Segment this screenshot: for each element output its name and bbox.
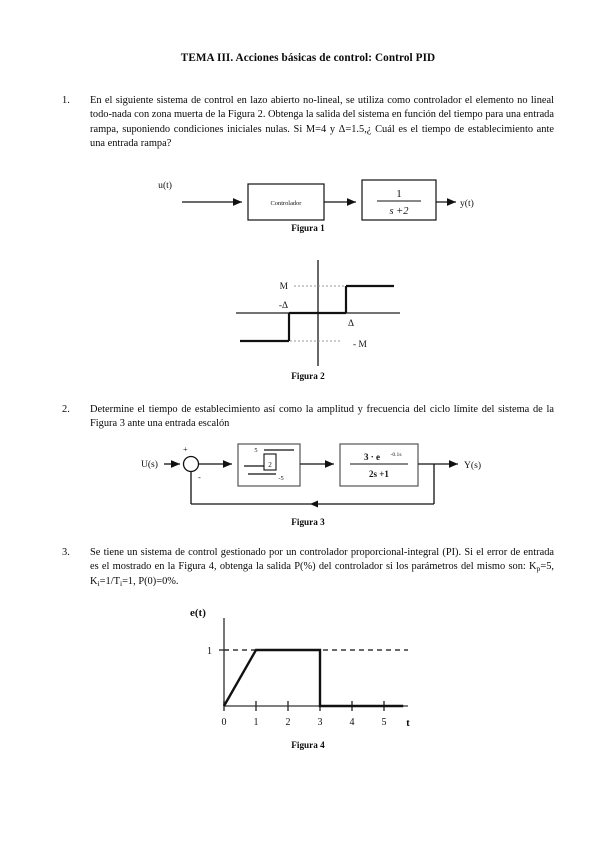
figure-3-sum-minus-sign: - (198, 473, 201, 482)
question-item-3: 3. Se tiene un sistema de control gestio… (62, 546, 554, 589)
figure-1-block-diagram: u(t) Controlador 1 s +2 y(t) (150, 170, 474, 221)
question-item-1: 1. En el siguiente sistema de control en… (62, 94, 554, 151)
figure-1-caption: Figura 1 (291, 223, 325, 233)
figure-3-relay-upper-label: 5 (254, 447, 257, 454)
figure-4-x-tick-label-4: 4 (350, 717, 355, 728)
question-3-sub-i: i (97, 578, 100, 588)
figure-3-relay-lower-label: -5 (278, 475, 283, 482)
question-number-1: 1. (62, 95, 70, 106)
figure-4-y-axis-label: e(t) (190, 607, 206, 619)
figure-1-input-label: u(t) (158, 180, 172, 191)
figure-3-tf-numerator-exponent: -0.1s (390, 452, 401, 458)
figure-1-tf-numerator: 1 (396, 188, 402, 200)
figure-4-caption: Figura 4 (291, 740, 325, 750)
figure-3-tf-numerator: 3 · e (364, 452, 380, 462)
figure-4-x-tick-label-0: 0 (222, 717, 227, 728)
figure-4-x-tick-label-5: 5 (382, 717, 387, 728)
figure-3-closed-loop-diagram: U(s) + - 2 5 -5 3 · e -0.1s (128, 440, 488, 512)
figure-4-signal-curve (222, 648, 404, 708)
figure-2-label-delta-negative: -Δ (279, 301, 288, 311)
figure-3-input-label: U(s) (141, 459, 158, 470)
figure-2-deadzone-relay: M - M -Δ Δ (228, 258, 408, 368)
figure-2-caption: Figura 2 (291, 371, 325, 381)
question-text-3: Se tiene un sistema de control gestionad… (90, 546, 554, 589)
figure-1-tf-denominator: s +2 (389, 206, 409, 217)
question-3-sub-i2: i (119, 578, 123, 588)
figure-4-x-tick-label-2: 2 (286, 717, 291, 728)
figure-4-x-axis-label: t (406, 717, 410, 729)
figure-3-tf-denominator: 2s +1 (369, 469, 389, 479)
figure-2-label-m-negative: - M (353, 340, 367, 350)
figure-1-output-label: y(t) (460, 198, 474, 209)
figure-3-output-label: Y(s) (464, 460, 481, 471)
figure-4-error-signal-plot: e(t) 1 0 1 2 3 4 5 t (180, 602, 430, 737)
question-text-2: Determine el tiempo de establecimiento a… (90, 404, 554, 430)
figure-2-label-delta-positive: Δ (348, 319, 354, 329)
question-text-1: En el siguiente sistema de control en la… (90, 95, 554, 149)
page-title: TEMA III. Acciones básicas de control: C… (180, 52, 436, 64)
figure-2-label-m-positive: M (280, 282, 289, 292)
question-number-3: 3. (62, 547, 70, 558)
question-number-2: 2. (62, 404, 70, 415)
figure-4-y-tick-label-1: 1 (207, 646, 212, 657)
question-3-text-after: =1, P(0)=0%. (122, 575, 179, 587)
figure-4-x-tick-label-1: 1 (254, 717, 259, 728)
question-item-2: 2. Determine el tiempo de establecimient… (62, 403, 554, 432)
figure-3-sum-plus-sign: + (183, 445, 188, 454)
question-3-text-mid-2: =1/T (99, 575, 120, 587)
figure-1-controller-block-label: Controlador (271, 200, 303, 207)
figure-3-relay-center-label: 2 (268, 461, 272, 469)
figure-4-x-tick-label-3: 3 (318, 717, 323, 728)
question-3-text-mid-1: =5, K (90, 561, 554, 587)
figure-3-caption: Figura 3 (291, 517, 325, 527)
question-3-text-before: Se tiene un sistema de control gestionad… (90, 547, 554, 573)
question-3-sub-p: p (536, 564, 541, 574)
